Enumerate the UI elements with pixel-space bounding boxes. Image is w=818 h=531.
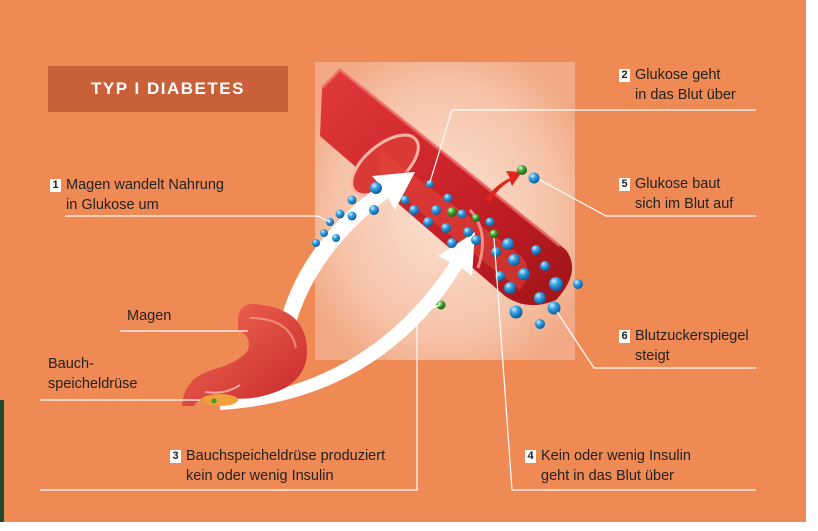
badge-4: 4	[525, 450, 536, 463]
label-5-line2: sich im Blut auf	[619, 194, 733, 214]
label-4-line1: Kein oder wenig Insulin	[541, 448, 691, 464]
label-magen: Magen	[127, 306, 171, 326]
label-5: 5 Glukose baut sich im Blut auf	[619, 174, 733, 214]
right-border	[806, 0, 818, 531]
label-2-line2: in das Blut über	[619, 85, 736, 105]
leader-1	[65, 216, 330, 222]
badge-3: 3	[170, 450, 181, 463]
label-3: 3 Bauchspeicheldrüse produziert kein oder…	[170, 446, 385, 486]
label-4: 4 Kein oder wenig Insulin geht in das Blu…	[525, 446, 691, 486]
pancreas-insulin	[212, 399, 217, 404]
badge-6: 6	[619, 330, 630, 343]
bottom-border	[0, 522, 818, 531]
label-6: 6 Blutzuckerspiegel steigt	[619, 326, 749, 366]
diagram-title: TYP I DIABETES	[48, 66, 288, 112]
label-2: 2 Glukose geht in das Blut über	[619, 65, 736, 105]
badge-2: 2	[619, 69, 630, 82]
label-3-line2: kein oder wenig Insulin	[170, 466, 385, 486]
label-1-line2: in Glukose um	[50, 195, 224, 215]
label-bauchspeicheldruese: Bauch- speicheldrüse	[48, 354, 137, 394]
left-edge-strip	[0, 400, 4, 522]
pancreas	[202, 394, 238, 406]
label-1-line1: Magen wandelt Nahrung	[66, 177, 224, 193]
label-bauch-line1: Bauch-	[48, 354, 137, 374]
badge-1: 1	[50, 179, 61, 192]
label-bauch-line2: speicheldrüse	[48, 374, 137, 394]
label-4-line2: geht in das Blut über	[525, 466, 691, 486]
badge-5: 5	[619, 178, 630, 191]
label-5-line1: Glukose baut	[635, 176, 720, 192]
label-6-line1: Blutzuckerspiegel	[635, 328, 749, 344]
label-2-line1: Glukose geht	[635, 67, 720, 83]
label-6-line2: steigt	[619, 346, 749, 366]
label-1: 1 Magen wandelt Nahrung in Glukose um	[50, 175, 224, 215]
label-3-line1: Bauchspeicheldrüse produziert	[186, 448, 385, 464]
